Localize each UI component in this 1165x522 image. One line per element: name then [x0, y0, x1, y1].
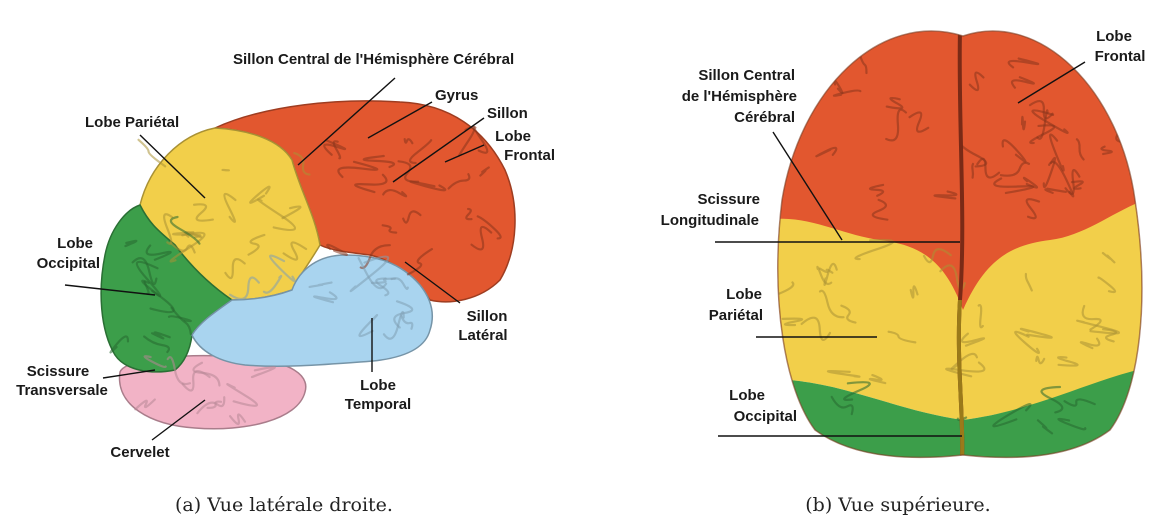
label-top-sillon-central-line3: Cérébral [734, 109, 795, 126]
label-top-lobe-parietal-line1: Lobe [726, 286, 762, 303]
label-lobe-occipital-line2: Occipital [37, 255, 100, 272]
label-lobe-temporal-line2: Temporal [345, 396, 411, 413]
label-top-scissure-longitudinale-line2: Longitudinale [661, 212, 759, 229]
label-top-lobe-frontal-line2: Frontal [1095, 48, 1146, 65]
parietal-sulcus-fold [139, 140, 166, 166]
label-sillon-central-lateral: Sillon Central de l'Hémisphère Cérébral [233, 51, 514, 68]
top-frontal-sulcus-fold [972, 164, 973, 178]
label-top-sillon-central-line2: de l'Hémisphère [682, 88, 797, 105]
label-sillon: Sillon [487, 105, 528, 122]
label-cervelet: Cervelet [110, 444, 169, 461]
label-top-lobe-occipital-line1: Lobe [729, 387, 765, 404]
top-frontal-sulcus-fold [1115, 115, 1130, 142]
label-top-sillon-central-line1: Sillon Central [698, 67, 795, 84]
label-lobe-frontal-line2: Frontal [504, 147, 555, 164]
top-frontal-sulcus-fold [822, 58, 846, 68]
label-scissure-transversale-line2: Transversale [16, 382, 108, 399]
lateral-view-diagram: Sillon Central de l'Hémisphère Cérébral … [16, 51, 555, 516]
label-gyrus: Gyrus [435, 87, 478, 104]
top-frontal-sulcus-fold [1117, 102, 1126, 110]
label-sillon-lateral-line2: Latéral [458, 327, 507, 344]
caption-superior-view: (b) Vue supérieure. [805, 494, 990, 516]
label-top-lobe-occipital-line2: Occipital [734, 408, 797, 425]
label-scissure-transversale-line1: Scissure [27, 363, 90, 380]
label-top-lobe-parietal-line2: Pariétal [709, 307, 763, 324]
label-top-lobe-frontal-line1: Lobe [1096, 28, 1132, 45]
label-sillon-lateral-line1: Sillon [467, 308, 508, 325]
label-top-scissure-longitudinale-line1: Scissure [697, 191, 760, 208]
label-lobe-frontal-line1: Lobe [495, 128, 531, 145]
label-lobe-parietal-lateral: Lobe Pariétal [85, 114, 179, 131]
caption-lateral-view: (a) Vue latérale droite. [175, 494, 393, 516]
superior-view-diagram: Lobe Frontal Sillon Central de l'Hémisph… [661, 0, 1160, 516]
label-lobe-temporal-line1: Lobe [360, 377, 396, 394]
label-lobe-occipital-line1: Lobe [57, 235, 93, 252]
